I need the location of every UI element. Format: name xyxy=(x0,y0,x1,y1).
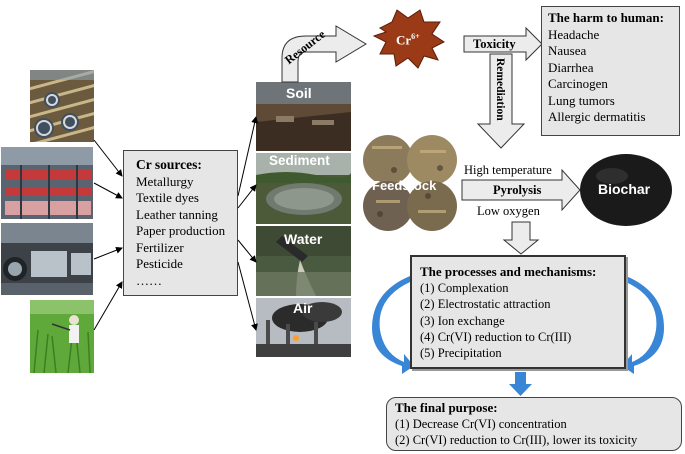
sediment-image xyxy=(256,153,351,224)
high-temperature-label: High temperature xyxy=(464,163,552,177)
cr-source-item: Fertilizer xyxy=(136,239,184,255)
feedstock-circles xyxy=(363,135,457,231)
soil-image xyxy=(256,82,351,151)
mechanisms-box: The processes and mechanisms: (1) Comple… xyxy=(410,255,626,369)
cr-sources-box: Cr sources: Metallurgy Textile dyes Leat… xyxy=(123,150,238,296)
purpose-item: (1) Decrease Cr(VI) concentration xyxy=(395,417,567,432)
remediation-label: Remediation xyxy=(494,58,506,121)
air-label: Air xyxy=(293,300,313,316)
cr-sources-title: Cr sources: xyxy=(136,157,202,172)
harm-item: Diarrhea xyxy=(548,59,594,75)
cr6-text: Cr xyxy=(396,32,412,48)
textile-factory-image xyxy=(1,147,93,219)
harm-box: The harm to human: Headache Nausea Diarr… xyxy=(541,6,680,136)
tannery-photo xyxy=(1,223,93,295)
pesticide-photo xyxy=(30,300,94,373)
right-cycle-arrow xyxy=(622,276,664,374)
sediment-label: Sediment xyxy=(269,153,330,168)
cr-source-item: Metallurgy xyxy=(136,173,194,189)
mechanism-item: (2) Electrostatic attraction xyxy=(420,297,551,312)
soil-label: Soil xyxy=(286,85,312,101)
mechanism-item: (3) Ion exchange xyxy=(420,313,505,328)
air-image xyxy=(256,298,351,357)
metallurgy-photo xyxy=(30,70,94,142)
water-image xyxy=(256,226,351,296)
media-arrows xyxy=(237,116,259,331)
mechanism-item: (5) Precipitation xyxy=(420,346,502,361)
cr-source-item: Leather tanning xyxy=(136,206,218,222)
harm-item: Carcinogen xyxy=(548,76,608,91)
sediment-photo xyxy=(256,153,351,224)
resource-arrow xyxy=(281,25,367,83)
pyrolysis-down-arrow xyxy=(502,221,540,255)
left-cycle-arrow xyxy=(372,276,414,374)
harm-item: Lung tumors xyxy=(548,92,615,108)
cr6-superscript: 6+ xyxy=(411,32,420,41)
cr6-label: Cr6+ xyxy=(396,32,420,48)
pyrolysis-arrow xyxy=(461,168,581,212)
cr-source-item: Pesticide xyxy=(136,256,183,271)
purpose-title: The final purpose: xyxy=(395,400,498,415)
cr-source-item: …… xyxy=(136,272,162,288)
water-label: Water xyxy=(284,231,323,247)
mechanism-item: (4) Cr(VI) reduction to Cr(III) xyxy=(420,329,572,344)
biochar-label: Biochar xyxy=(598,181,651,197)
purpose-item: (2) Cr(VI) reduction to Cr(III), lower i… xyxy=(395,433,638,448)
source-arrows xyxy=(93,139,123,331)
harm-title: The harm to human: xyxy=(548,10,664,25)
harm-item: Headache xyxy=(548,26,600,42)
air-photo xyxy=(256,298,351,357)
cr6-burst-icon xyxy=(372,9,445,69)
metal-pipes-image xyxy=(30,70,94,142)
toxicity-label: Toxicity xyxy=(473,37,516,51)
purpose-down-arrow xyxy=(509,372,532,396)
textile-photo xyxy=(1,147,93,219)
remediation-arrow xyxy=(476,53,526,149)
mechanism-item: (1) Complexation xyxy=(420,281,509,296)
soil-photo xyxy=(256,82,351,151)
harm-item: Allergic dermatitis xyxy=(548,109,646,124)
toxicity-arrow xyxy=(463,26,543,62)
cr-source-item: Paper production xyxy=(136,223,226,238)
low-oxygen-label: Low oxygen xyxy=(477,204,540,218)
mechanisms-title: The processes and mechanisms: xyxy=(420,264,597,279)
purpose-box: The final purpose: (1) Decrease Cr(VI) c… xyxy=(386,397,682,451)
harm-item: Nausea xyxy=(548,43,587,58)
water-photo xyxy=(256,226,351,296)
cr-source-item: Textile dyes xyxy=(136,190,199,205)
pyrolysis-label: Pyrolysis xyxy=(493,183,542,197)
tannery-image xyxy=(1,223,93,295)
feedstock-label: Feedstock xyxy=(372,178,437,193)
crop-spraying-image xyxy=(30,300,94,373)
